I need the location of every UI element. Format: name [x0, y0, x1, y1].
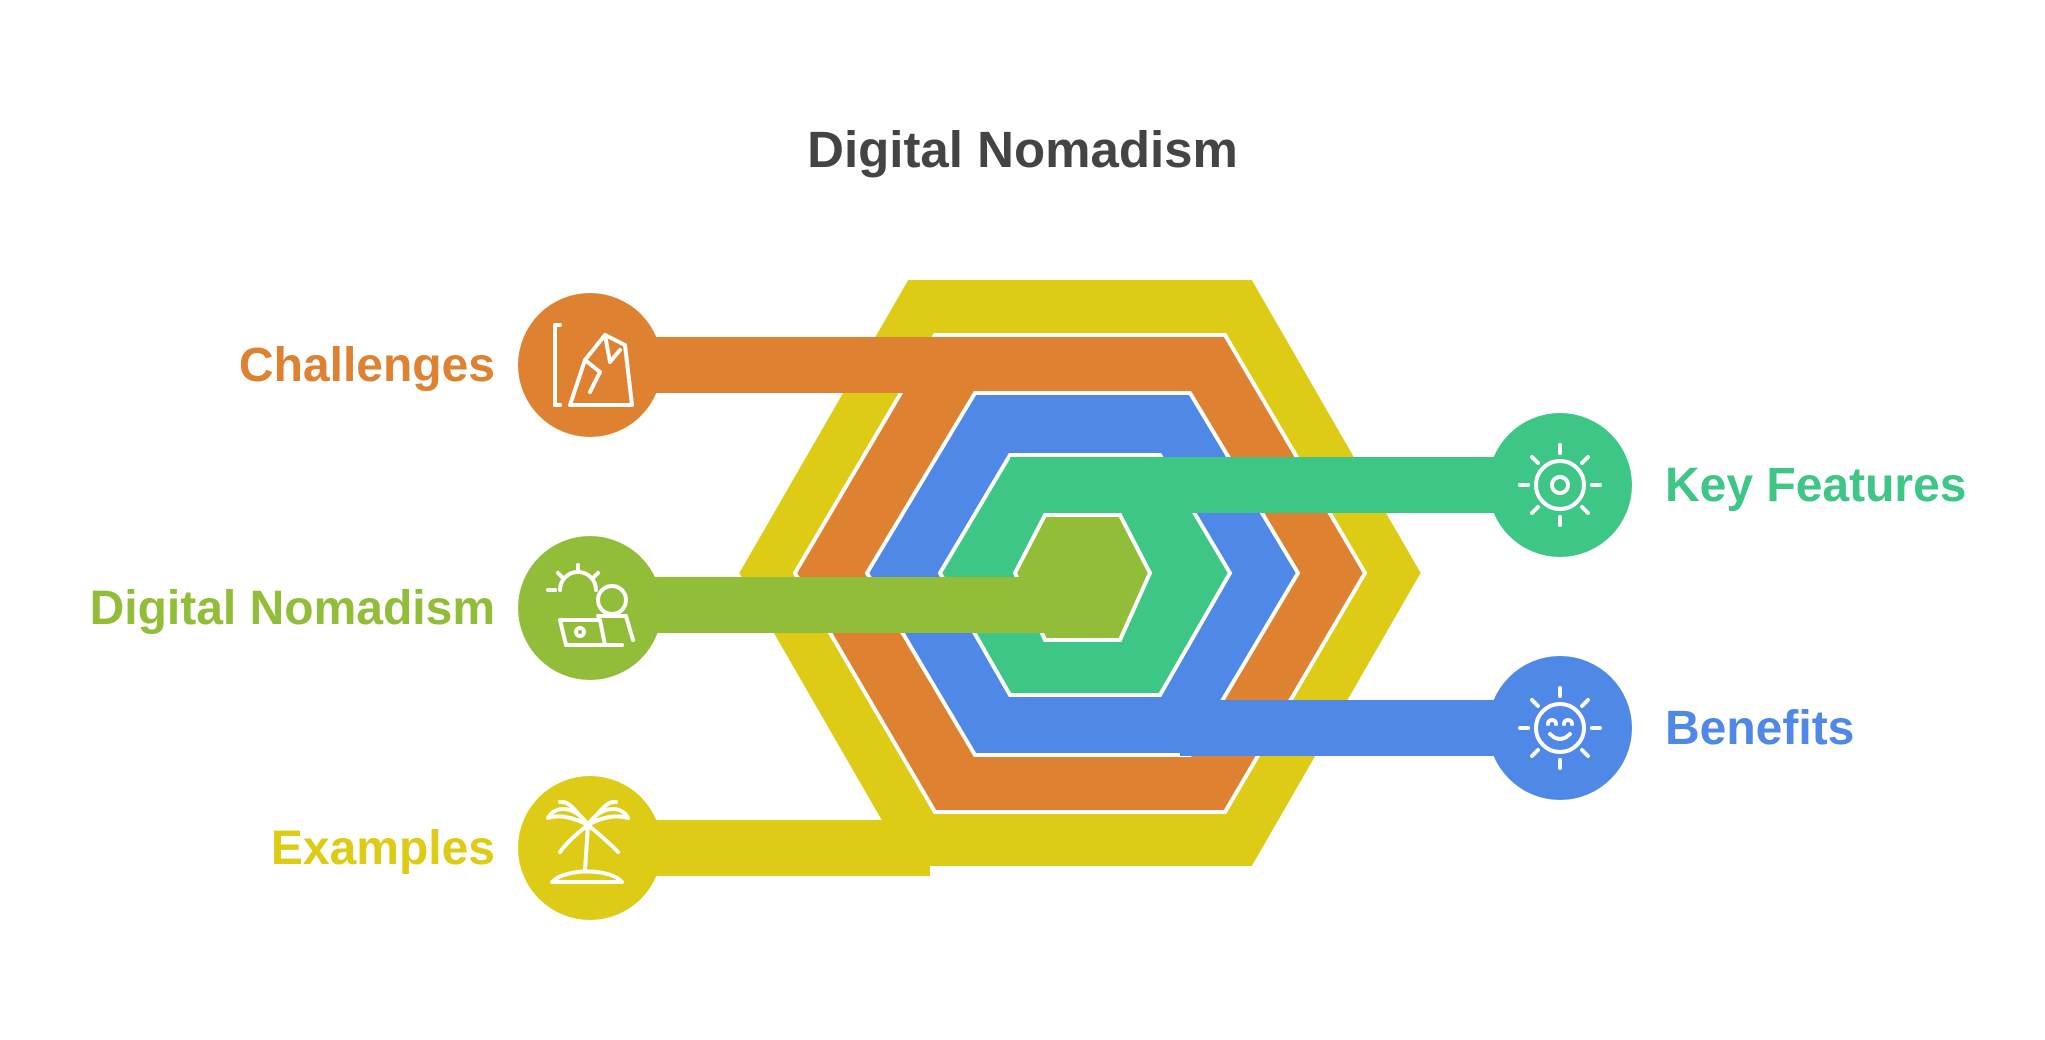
- examples-circle: [518, 776, 662, 920]
- diagram-title: Digital Nomadism: [807, 121, 1238, 178]
- smiling-sun-icon: [1518, 686, 1602, 770]
- digital-nomadism-band: [590, 513, 1153, 642]
- label-challenges: Challenges: [238, 339, 495, 392]
- label-key-features: Key Features: [1665, 459, 1967, 512]
- cliff-icon: [553, 323, 634, 407]
- label-digital-nomadism: Digital Nomadism: [89, 582, 495, 635]
- laptop-sun-icon: [546, 563, 635, 647]
- label-examples: Examples: [270, 822, 495, 875]
- gear-sun-icon: [1518, 443, 1602, 527]
- label-benefits: Benefits: [1665, 702, 1855, 755]
- key-features-circle: [1488, 413, 1632, 557]
- benefits-circle: [1488, 656, 1632, 800]
- palm-island-icon: [546, 799, 630, 884]
- key-features-connector: [1010, 457, 1580, 513]
- digital-nomadism-connector: [590, 577, 1070, 633]
- digital-nomadism-circle: [518, 536, 662, 680]
